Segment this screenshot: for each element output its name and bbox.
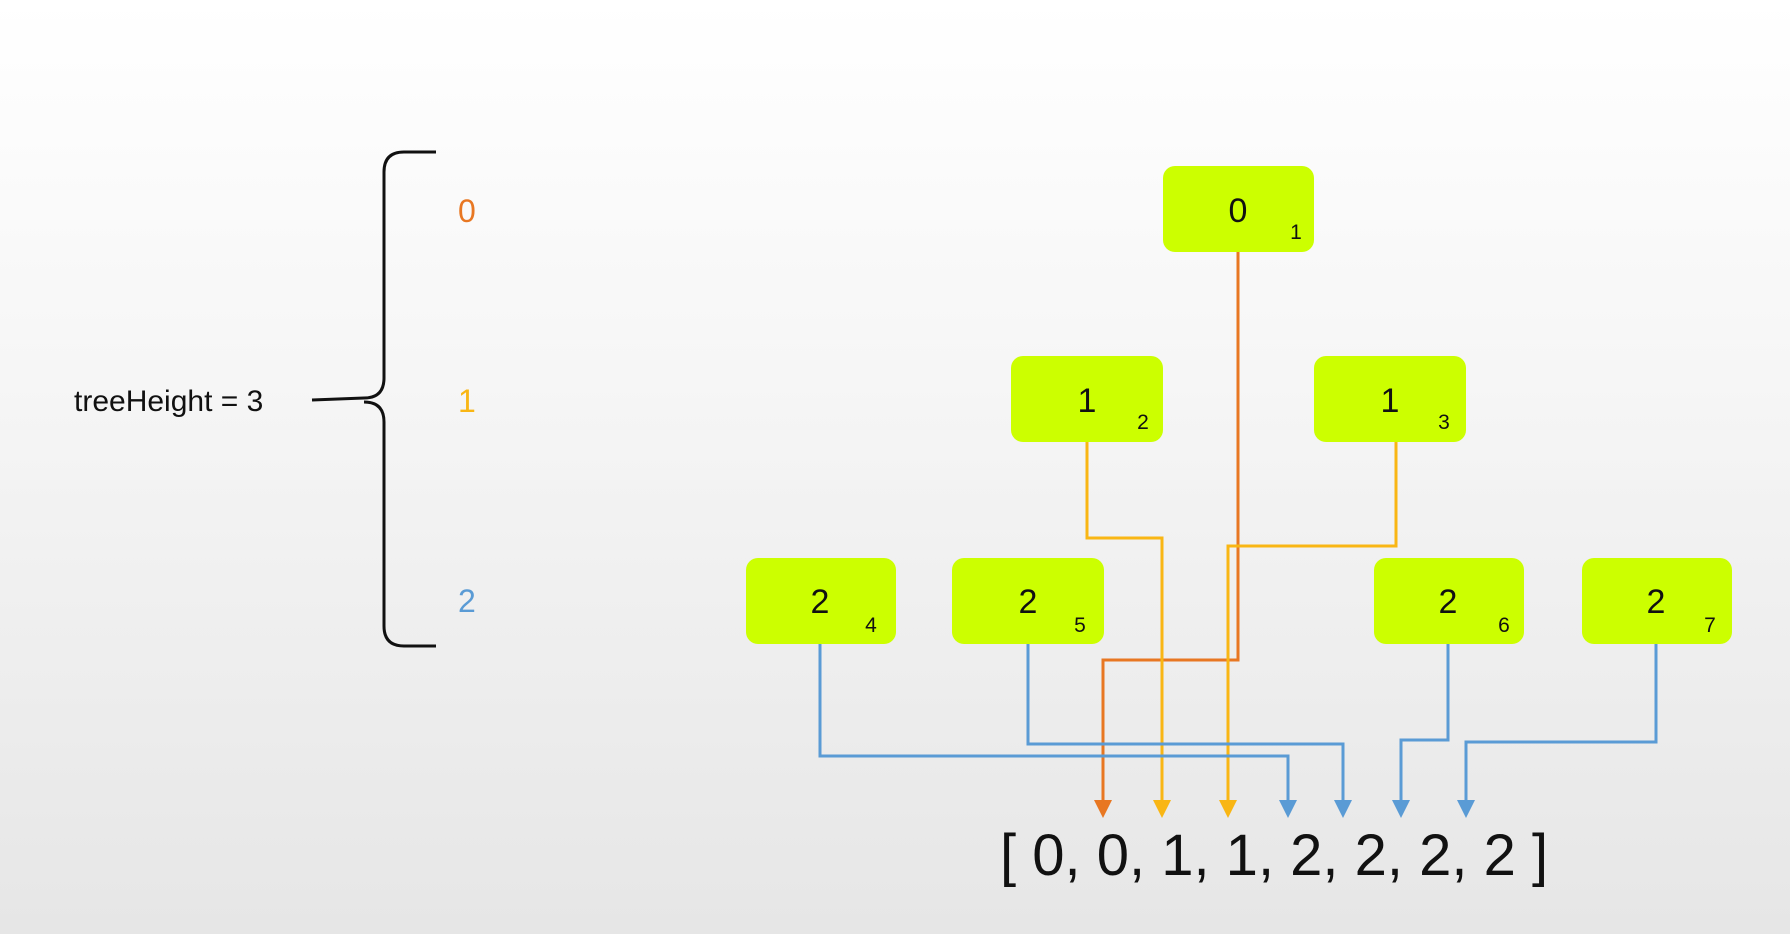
tree-node-5: 2 5 [952,558,1104,644]
node-box [1011,356,1163,442]
tree-node-6: 2 6 [1374,558,1524,644]
node-index: 3 [1438,411,1450,434]
connector-level-1-a [1085,442,1164,808]
arrowhead-level-2-b [1334,800,1352,818]
arrowhead-level-1-b [1219,800,1237,818]
level-brace [311,150,436,648]
node-index: 7 [1704,614,1716,637]
tree-node-7: 2 7 [1582,558,1732,644]
node-index: 2 [1137,411,1149,434]
connector-level-2-b [1026,644,1345,808]
node-value: 2 [1647,583,1666,621]
connector-level-2-a [818,644,1290,808]
tree-node-3: 1 3 [1314,356,1466,442]
node-box [952,558,1104,644]
node-box [746,558,896,644]
node-box [1374,558,1524,644]
node-index: 5 [1074,614,1086,637]
node-index: 4 [865,614,877,637]
node-value: 0 [1229,192,1248,230]
arrowhead-level-2-c [1392,800,1410,818]
arrowhead-level-1-a [1153,800,1171,818]
level-label-2: 2 [458,583,476,619]
connector-level-2-c [1399,644,1450,808]
node-index: 6 [1498,614,1510,637]
tree-node-2: 1 2 [1011,356,1163,442]
node-value: 2 [811,583,830,621]
result-array: [ 0, 0, 1, 1, 2, 2, 2, 2 ] [1000,823,1548,888]
node-value: 2 [1019,583,1038,621]
arrowhead-level-2-a [1279,800,1297,818]
node-box [1163,166,1314,252]
connector-level-2-d [1464,644,1658,808]
tree-height-label: treeHeight = 3 [74,385,263,418]
level-label-1: 1 [458,383,476,419]
tree-node-4: 2 4 [746,558,896,644]
node-value: 2 [1439,583,1458,621]
connector-level-1-b [1226,442,1398,808]
arrowhead-level-2-d [1457,800,1475,818]
node-box [1582,558,1732,644]
node-index: 1 [1290,221,1302,244]
connector-level-0 [1101,252,1240,808]
node-value: 1 [1078,382,1097,420]
arrowhead-level-0 [1094,800,1112,818]
tree-node-1: 0 1 [1163,166,1314,252]
node-box [1314,356,1466,442]
level-label-0: 0 [458,193,476,229]
node-value: 1 [1381,382,1400,420]
